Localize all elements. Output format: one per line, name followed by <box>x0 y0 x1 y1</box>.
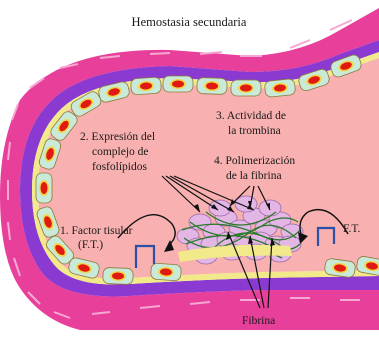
label-ft-right: F.T. <box>343 223 361 235</box>
endothelial-cell <box>197 77 228 94</box>
label-expresion-2: complejo de <box>92 146 149 158</box>
label-factor-tisular-2: (F.T.) <box>78 239 103 251</box>
label-polimerizacion-2: de la fibrina <box>226 170 282 182</box>
label-factor-tisular-1: 1. Factor tisular <box>60 225 133 237</box>
label-actividad-1: 3. Actividad de <box>216 110 286 122</box>
endothelial-cell <box>163 76 193 92</box>
endothelial-cell <box>130 77 161 95</box>
label-actividad-2: la trombina <box>228 125 281 137</box>
endothelial-cell <box>36 173 52 203</box>
endothelial-cell <box>150 263 181 281</box>
label-polimerizacion-1: 4. Polimerización <box>214 155 295 167</box>
label-expresion-1: 2. Expresión del <box>80 131 155 143</box>
endothelial-cell <box>103 267 134 284</box>
diagram-title: Hemostasia secundaria <box>132 15 247 29</box>
label-expresion-3: fosfolípidos <box>92 161 147 173</box>
endothelial-cell <box>231 80 261 96</box>
label-fibrina: Fibrina <box>242 315 275 327</box>
endothelial-cell <box>264 78 296 97</box>
